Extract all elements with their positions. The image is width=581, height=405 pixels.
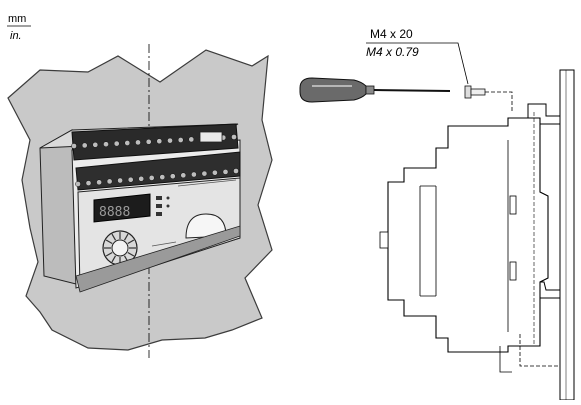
dial-tick <box>127 251 135 257</box>
terminal-screw <box>180 172 187 179</box>
top-connector <box>199 131 223 143</box>
dial-center-button <box>111 239 129 257</box>
terminal-screw <box>233 168 239 174</box>
device-base <box>75 225 241 293</box>
terminal-screw <box>145 138 152 145</box>
dial-tick <box>111 233 117 241</box>
device-side-profile <box>387 117 549 353</box>
terminal-screw <box>103 141 109 148</box>
front-tab <box>379 231 389 249</box>
unit-primary-label: mm <box>8 13 26 25</box>
lcd-display <box>93 193 151 223</box>
dial-tick <box>111 255 117 263</box>
terminal-screw <box>167 137 173 144</box>
terminal-screw <box>92 141 99 148</box>
screw-icon <box>464 85 486 99</box>
terminal-screw <box>169 173 176 180</box>
led-2 <box>156 204 162 208</box>
front-seam-2 <box>151 241 177 247</box>
terminal-screw <box>231 134 237 140</box>
inner-window <box>419 185 437 297</box>
terminal-screw <box>96 179 102 186</box>
screw-projection-line <box>485 91 513 112</box>
led-3 <box>156 212 162 216</box>
screwdriver-shaft <box>373 89 451 92</box>
screwdriver-ferrule <box>365 85 375 95</box>
side-slot-lower <box>509 261 517 281</box>
terminal-screw <box>201 170 208 177</box>
terminal-screw <box>188 136 195 143</box>
device-side-face <box>39 129 77 285</box>
units-legend: mm in. <box>7 13 31 42</box>
lower-clip <box>499 346 512 373</box>
screw-leader <box>450 42 469 85</box>
screw-imperial-label: M4 x 0.79 <box>366 45 419 59</box>
terminal-screw <box>85 180 92 186</box>
screw-shank <box>470 88 486 96</box>
terminal-screw <box>127 176 134 183</box>
terminal-screw <box>113 140 120 147</box>
screw-metric-label: M4 x 20 <box>370 27 413 41</box>
terminal-screw <box>191 171 197 178</box>
plc-device: 8888 <box>39 123 241 293</box>
dial-tick <box>105 239 113 245</box>
screw-label: M4 x 20 M4 x 0.79 <box>366 27 469 85</box>
front-seam <box>177 179 237 187</box>
terminal-screw <box>106 178 113 185</box>
label-arch <box>185 213 227 239</box>
terminal-screw <box>148 175 155 181</box>
terminal-screw <box>75 181 81 187</box>
screwdriver-handle <box>299 77 367 103</box>
screw-head <box>464 85 472 99</box>
terminal-screw <box>138 175 145 182</box>
terminal-screw <box>212 169 218 176</box>
panel-wall <box>559 69 575 401</box>
terminal-screw <box>135 139 141 146</box>
led-4 <box>166 196 170 200</box>
terminal-screw <box>159 174 166 180</box>
top-terminal-strip <box>71 123 239 161</box>
led-5 <box>166 204 170 208</box>
led-1 <box>156 196 162 200</box>
terminal-screw <box>156 138 163 145</box>
dial-tick <box>123 233 129 241</box>
terminal-screw <box>81 142 88 149</box>
dial-tick <box>105 251 113 257</box>
status-leds <box>156 196 170 216</box>
terminal-screw <box>117 177 123 184</box>
terminal-screw <box>71 143 77 149</box>
unit-secondary-label: in. <box>10 30 22 42</box>
dial-tick <box>127 239 135 245</box>
screwdriver-icon <box>299 77 451 103</box>
terminal-screw <box>222 169 229 175</box>
side-slot-upper <box>509 195 517 215</box>
terminal-screw <box>177 137 184 143</box>
lcd-digits: 8888 <box>99 205 130 220</box>
terminal-screw <box>124 140 131 146</box>
lower-projection-line <box>519 334 560 367</box>
